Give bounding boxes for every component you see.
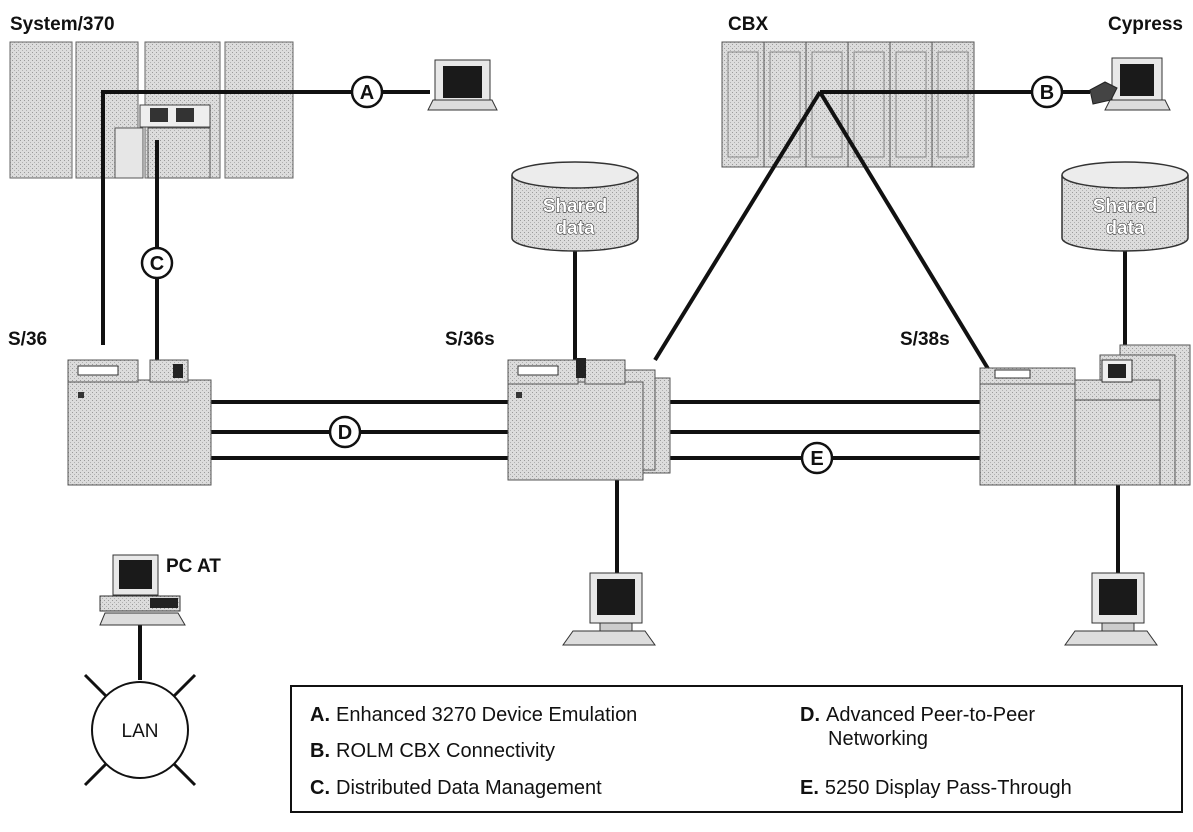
svg-text:E: E: [810, 448, 823, 470]
label-cypress: Cypress: [1108, 14, 1183, 35]
lan-node: [83, 673, 197, 787]
svg-text:D: D: [338, 422, 352, 444]
shared-data-cylinder-s36s: [511, 161, 639, 252]
svg-text:C: C: [150, 253, 164, 275]
shared-data-text-s38s-2: data: [1105, 218, 1145, 239]
shared-data-cylinder-s38s: [1061, 161, 1189, 252]
s36-computer: [67, 359, 212, 486]
badge-b: B: [1030, 75, 1064, 109]
cbx-switch: [721, 41, 975, 168]
legend-item-a: A.Enhanced 3270 Device Emulation: [310, 704, 638, 726]
s38s-computers: [979, 344, 1191, 486]
badge-a: A: [350, 75, 384, 109]
label-s38s: S/38s: [900, 329, 950, 350]
label-lan: LAN: [122, 721, 159, 742]
legend-item-d-cont: Networking: [828, 728, 929, 750]
label-system370: System/370: [10, 14, 115, 35]
terminal-system370: [427, 59, 498, 111]
badge-c: C: [140, 246, 174, 280]
shared-data-text-s36s-1: Shared: [543, 196, 607, 217]
legend-box: A.Enhanced 3270 Device Emulation B.ROLM …: [290, 685, 1183, 813]
svg-text:A: A: [360, 82, 374, 104]
legend-item-e: E.5250 Display Pass-Through: [800, 777, 1072, 799]
label-cbx: CBX: [728, 14, 768, 35]
badge-d: D: [328, 415, 362, 449]
shared-data-text-s36s-2: data: [555, 218, 595, 239]
pc-at: [99, 554, 186, 626]
terminal-s38s: [1064, 572, 1158, 646]
badge-e: E: [800, 441, 834, 475]
shared-data-text-s38s-1: Shared: [1093, 196, 1157, 217]
svg-text:B: B: [1040, 82, 1054, 104]
legend-item-d: D.Advanced Peer-to-Peer: [800, 704, 1036, 726]
label-s36s: S/36s: [445, 329, 495, 350]
terminal-s36s: [562, 572, 656, 646]
label-s36: S/36: [8, 329, 47, 350]
system370-mainframe: [9, 41, 294, 179]
label-pc-at: PC AT: [166, 556, 221, 577]
s36s-computers: [507, 358, 671, 481]
phone-terminal-cypress: [1089, 57, 1171, 111]
legend-item-b: B.ROLM CBX Connectivity: [310, 740, 555, 762]
legend-item-c: C.Distributed Data Management: [310, 777, 602, 799]
